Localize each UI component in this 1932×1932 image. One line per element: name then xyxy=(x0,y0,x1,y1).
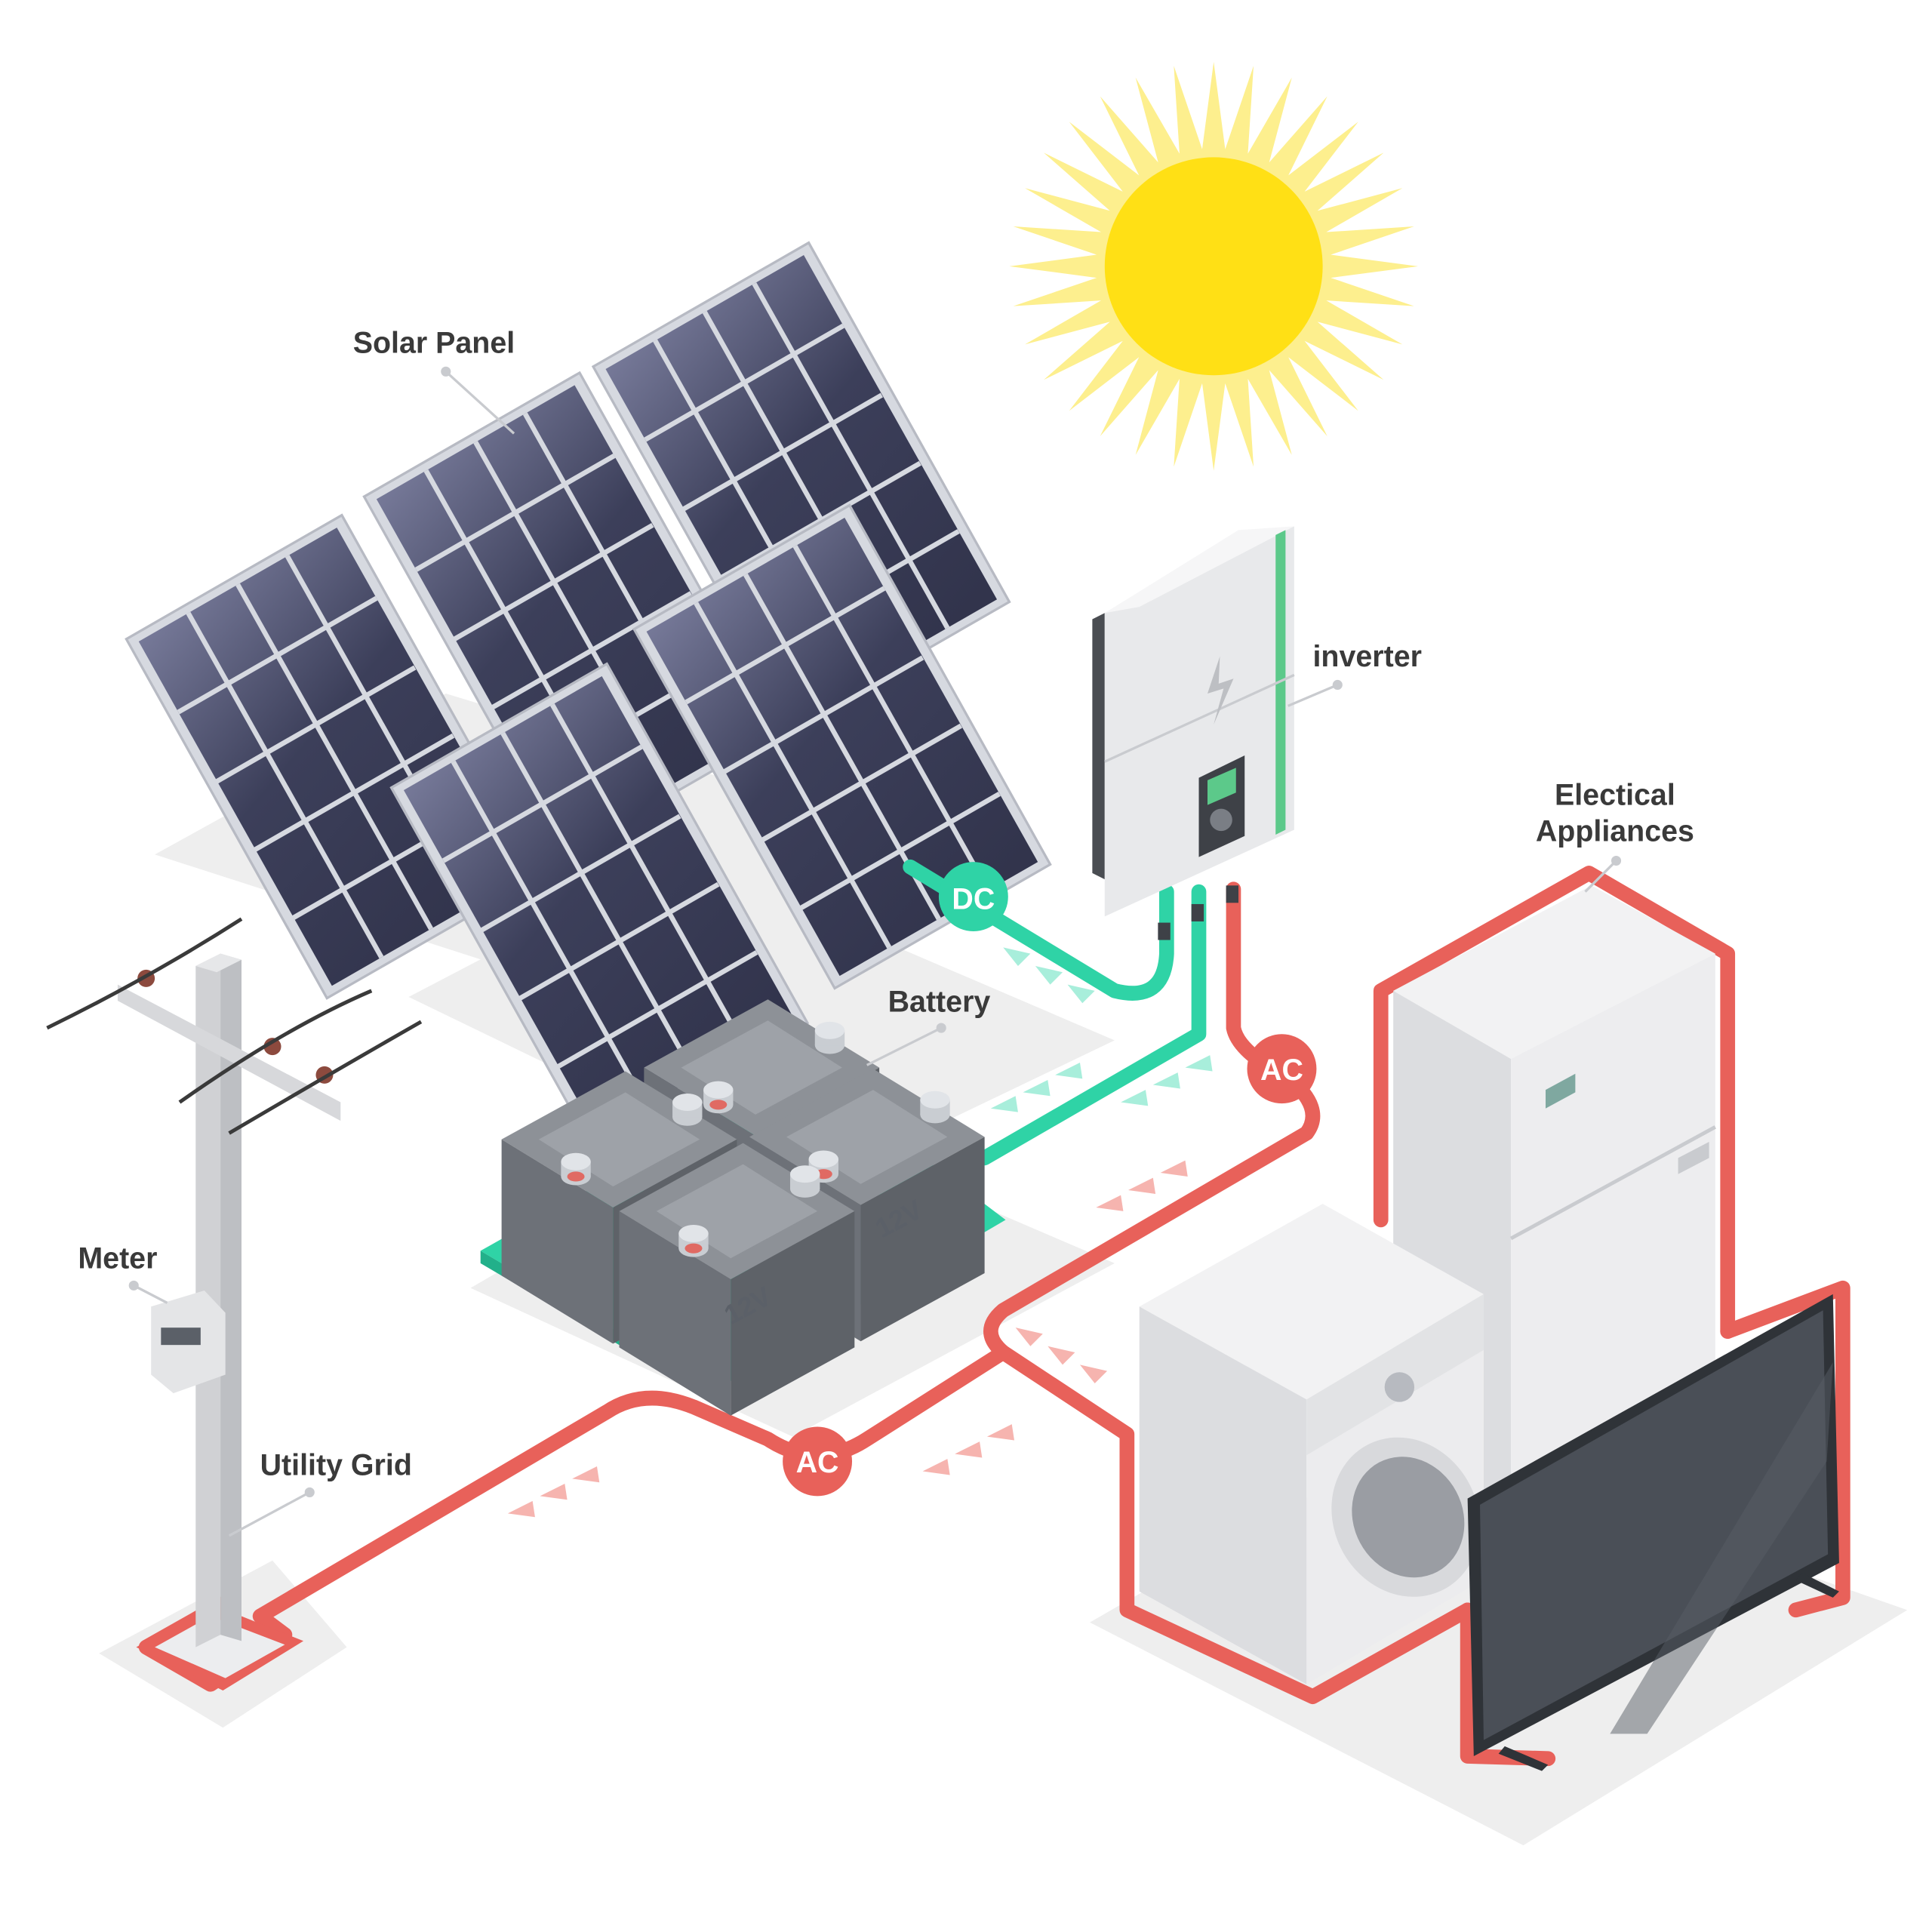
dc-badge-label: DC xyxy=(952,883,995,916)
utility-grid-label: Utility Grid xyxy=(260,1448,412,1481)
battery-bank: 12V 12V xyxy=(501,999,985,1416)
ac-badge-lower: AC xyxy=(783,1426,853,1497)
lightning-bolt-icon xyxy=(1208,656,1234,724)
meter-label: Meter xyxy=(78,1241,157,1275)
ac-badge-lower-label: AC xyxy=(796,1446,839,1479)
sun-disc xyxy=(1104,157,1323,376)
appliances-label-line1: Electical xyxy=(1555,779,1675,812)
dc-flow-arrows xyxy=(990,947,1213,1112)
appliances-label-line2: Appliances xyxy=(1536,814,1694,848)
sun-icon xyxy=(1009,62,1418,471)
dc-badge: DC xyxy=(938,862,1008,932)
inverter-unit xyxy=(1092,526,1295,940)
ac-badge-upper: AC xyxy=(1247,1034,1317,1104)
electric-meter xyxy=(151,1290,226,1394)
utility-pole xyxy=(46,917,423,1690)
solar-panel-label: Solar Panel xyxy=(353,327,515,360)
ac-badge-upper-label: AC xyxy=(1260,1054,1303,1087)
battery-label: Battery xyxy=(888,986,991,1019)
washing-machine xyxy=(1139,1204,1484,1684)
ac-flow-arrows xyxy=(507,1160,1188,1518)
inverter-label: inverter xyxy=(1312,640,1421,673)
television xyxy=(1467,1294,1839,1771)
label-leaders xyxy=(128,366,1622,1537)
dc-wiring xyxy=(903,859,1207,1166)
